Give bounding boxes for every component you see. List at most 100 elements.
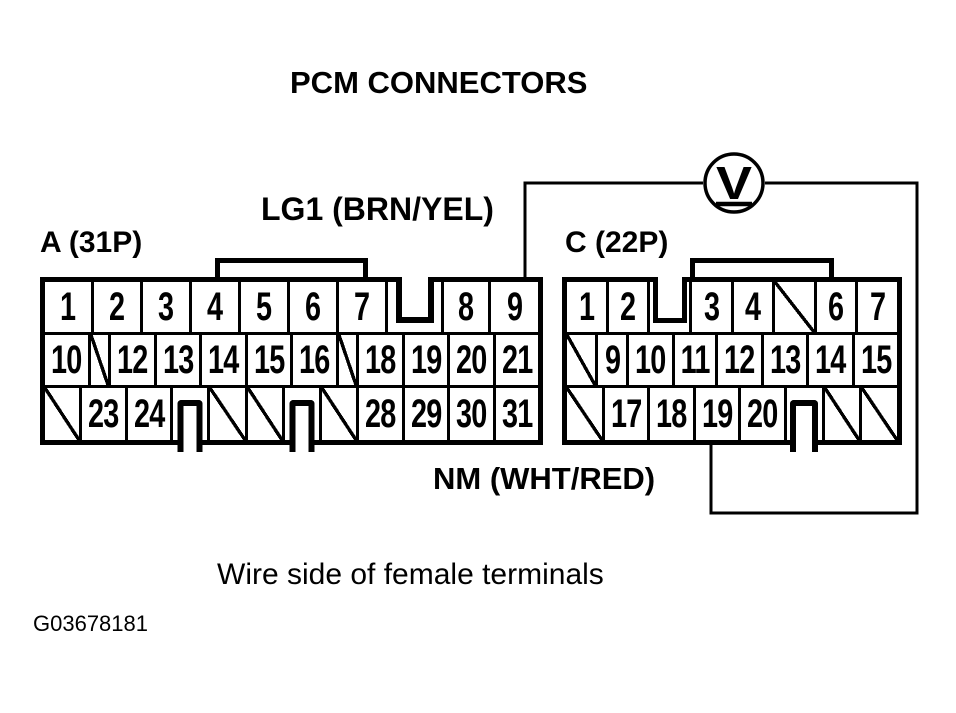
connector-c-pin-cell-blocked [824, 388, 863, 440]
connector-c-pin-cell-1: 1 [567, 282, 609, 332]
connector-c-pin-cell-6: 6 [817, 282, 859, 332]
pin-number: 14 [207, 338, 239, 382]
voltmeter-circle [703, 152, 765, 214]
pin-number: 13 [769, 338, 801, 382]
connector-a-pin-cell-blocked [45, 388, 83, 440]
connector-a-keyway-cell [388, 277, 444, 332]
pin-number: 9 [604, 338, 621, 382]
connector-c-label: C (22P) [565, 226, 669, 259]
wire-label-nm: NM (WHT/RED) [433, 461, 656, 496]
connector-c-pin-cell-blocked [567, 335, 599, 385]
connector-a-label: A (31P) [40, 226, 143, 259]
connector-a-pin-cell-4: 4 [192, 282, 241, 332]
connector-a-pin-cell-31: 31 [496, 388, 539, 440]
connector-a-pin-cell-2: 2 [94, 282, 143, 332]
pin-number: 12 [723, 338, 755, 382]
connector-c-latch-bracket [690, 258, 834, 278]
connector-c-pin-cell-3: 3 [692, 282, 734, 332]
connector-c-pin-cell-19: 19 [696, 388, 742, 440]
wire-nm-to-voltmeter [709, 181, 919, 515]
connector-a-pin-cell-23: 23 [82, 388, 128, 440]
connector-a-pin-cell-blocked [210, 388, 248, 440]
connector-a-pin-cell-21: 21 [496, 335, 539, 385]
pin-number: 30 [455, 392, 487, 436]
pin-number: 15 [860, 338, 892, 382]
pin-number: 19 [701, 392, 733, 436]
connector-a-pin-cell-blocked [247, 388, 285, 440]
connector-c-pin-cell-20: 20 [741, 388, 787, 440]
connector-a-pin-cell-28: 28 [359, 388, 405, 440]
connector-c-pin-cell-2: 2 [609, 282, 651, 332]
pin-number: 5 [256, 285, 272, 329]
pin-number: 9 [506, 285, 523, 329]
connector-a-pin-cell-16: 16 [293, 335, 339, 385]
connector-a-pin-cell-3: 3 [143, 282, 192, 332]
pin-number: 1 [578, 285, 595, 329]
pin-number: 7 [354, 285, 370, 329]
key-slot [652, 277, 687, 323]
connector-c-pin-cell-blocked [862, 388, 897, 440]
connector-c-pin-cell-15: 15 [855, 335, 898, 385]
connector-a-pin-cell-5: 5 [241, 282, 290, 332]
wire-lg1-to-voltmeter [523, 181, 703, 279]
connector-c-pin-cell-4: 4 [734, 282, 776, 332]
connector-c-pin-cell-9: 9 [598, 335, 630, 385]
connector-c-pin-cell-11: 11 [675, 335, 719, 385]
connector-a-pin-cell-30: 30 [450, 388, 496, 440]
pin-number: 20 [747, 392, 778, 436]
connector-c-pin-cell-10: 10 [629, 335, 675, 385]
connector-a-pin-cell-1: 1 [45, 282, 94, 332]
connector-a-pin-cell-8: 8 [444, 282, 491, 332]
pin-number: 3 [158, 285, 174, 329]
pin-number: 24 [133, 392, 165, 436]
pin-number: 21 [501, 338, 533, 382]
connector-a-keyway-cell [173, 388, 211, 452]
connector-a-latch-bracket [215, 258, 368, 278]
connector-a-pin-cell-7: 7 [339, 282, 388, 332]
key-tab-slot [790, 400, 819, 452]
connector-a-pin-cell-6: 6 [290, 282, 339, 332]
connector-a-pin-cell-blocked [321, 388, 360, 440]
connector-a-pin-cell-14: 14 [202, 335, 248, 385]
connector-c-pin-cell-14: 14 [809, 335, 855, 385]
connector-c-pin-cell-blocked [775, 282, 817, 332]
pin-number: 10 [50, 338, 82, 382]
pin-number: 31 [501, 392, 533, 436]
connector-c-keyway-cell [787, 388, 825, 452]
connector-a-pin-cell-9: 9 [491, 282, 538, 332]
connector-c-pin-cell-17: 17 [605, 388, 651, 440]
connector-c-pin-cell-12: 12 [718, 335, 764, 385]
connector-a-keyway-cell [285, 388, 322, 452]
figure-code: G03678181 [33, 611, 148, 636]
pin-number: 6 [305, 285, 321, 329]
pin-number: 28 [364, 392, 396, 436]
voltmeter-icon: V [703, 152, 765, 214]
pin-number: 14 [814, 338, 846, 382]
pin-number: 18 [364, 338, 396, 382]
pin-number: 29 [410, 392, 442, 436]
pin-number: 2 [620, 285, 636, 329]
connector-a-pin-cell-12: 12 [111, 335, 157, 385]
connector-a-pin-cell-blocked [338, 335, 359, 385]
pin-number: 20 [455, 338, 487, 382]
pin-number: 18 [656, 392, 687, 436]
connector-a-pin-cell-20: 20 [450, 335, 496, 385]
pin-number: 8 [458, 285, 474, 329]
pin-number: 6 [828, 285, 844, 329]
pin-number: 15 [253, 338, 285, 382]
connector-a-pin-cell-29: 29 [405, 388, 451, 440]
key-tab-slot [289, 400, 315, 452]
pin-number: 16 [298, 338, 330, 382]
caption-wire-side: Wire side of female terminals [217, 558, 604, 591]
connector-a-pin-cell-18: 18 [359, 335, 405, 385]
connector-c-pin-cell-blocked [567, 388, 605, 440]
pin-number: 7 [870, 285, 886, 329]
